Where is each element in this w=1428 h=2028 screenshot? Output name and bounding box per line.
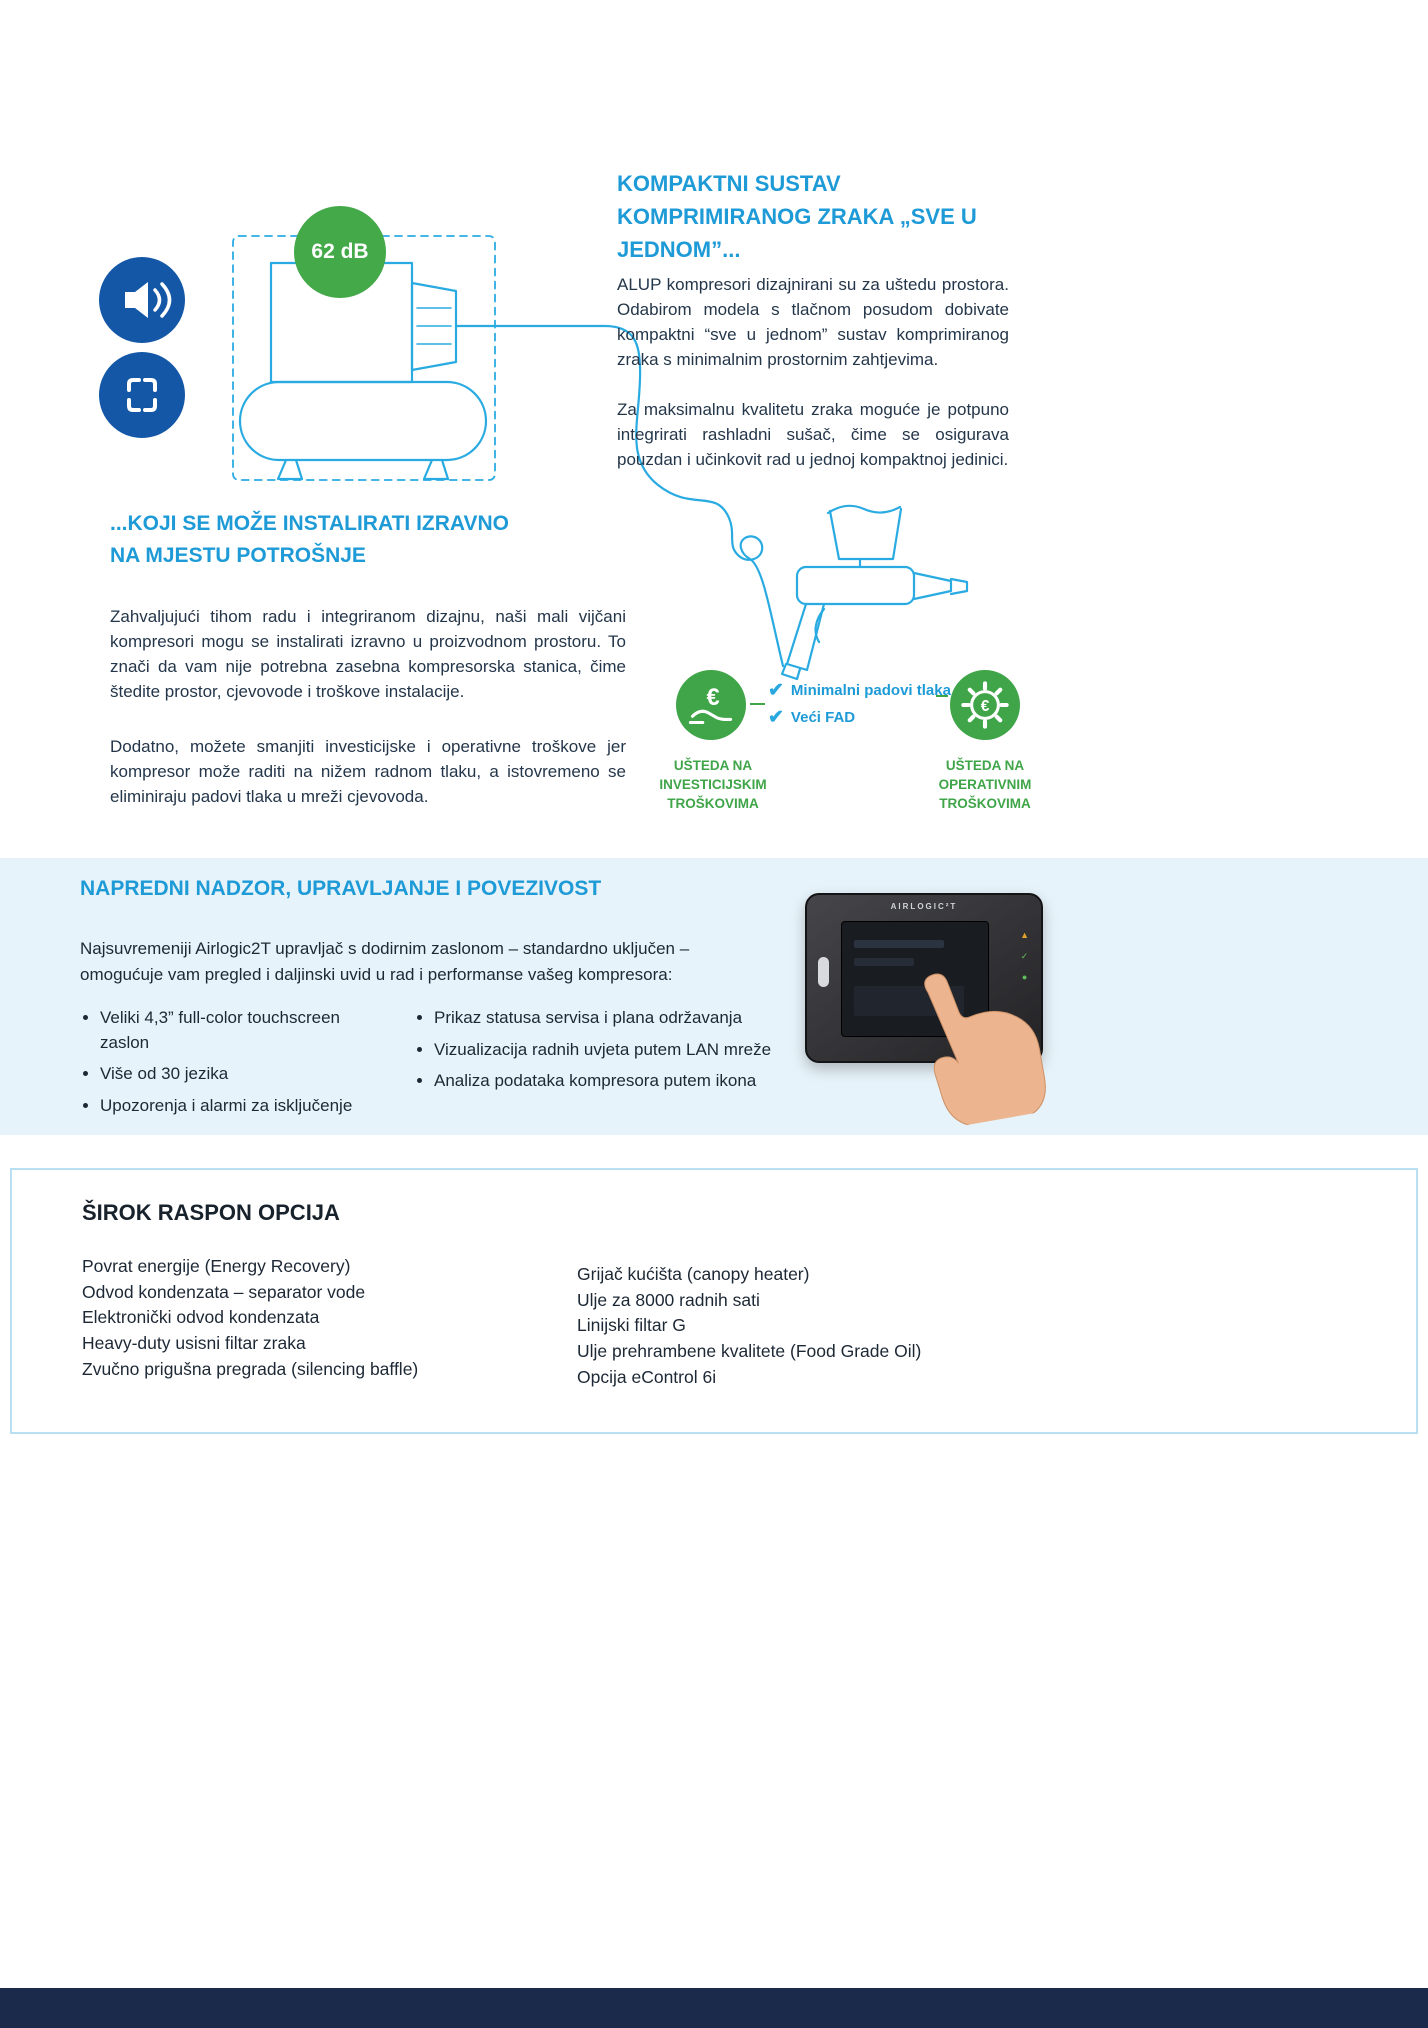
benefit-checklist: ✔ Minimalni padovi tlaka ✔ Veći FAD [768, 677, 951, 731]
option-item: Zvučno prigušna pregrada (silencing baff… [82, 1358, 419, 1379]
monitoring-intro: Najsuvremeniji Airlogic2T upravljač s do… [80, 939, 690, 984]
benefit-row: ✔ Veći FAD [768, 704, 951, 731]
bullet-item: Upozorenja i alarmi za isključenje [100, 1094, 392, 1119]
bullet-item: Analiza podataka kompresora putem ikona [434, 1069, 776, 1094]
options-list-left: Povrat energije (Energy Recovery) Odvod … [82, 1254, 418, 1383]
tank-leg [276, 458, 304, 481]
tank-leg [422, 458, 450, 481]
air-receiver-tank [238, 380, 488, 462]
option-item: Elektronički odvod kondenzata [82, 1307, 320, 1328]
monitoring-bullet-columns: Veliki 4,3” full-color touchscreen zaslo… [80, 1006, 776, 1126]
section-heading-monitoring: NAPREDNI NADZOR, UPRAVLJANJE I POVEZIVOS… [80, 877, 602, 900]
warning-icon: ▲ [1020, 930, 1029, 940]
footer-bar [0, 1988, 1428, 2028]
spray-gun-body [795, 565, 916, 606]
compressor-cooler [410, 281, 458, 372]
power-icon: ● [1021, 972, 1028, 982]
option-item: Ulje za 8000 radnih sati [577, 1289, 760, 1310]
investment-savings-label: UŠTEDA NA INVESTICIJSKIM TROŠKOVIMA [659, 758, 767, 812]
benefit-connector-line [936, 695, 948, 697]
option-item: Odvod kondenzata – separator vode [82, 1281, 366, 1302]
spray-gun-handle [785, 602, 826, 672]
compressor-and-spray-gun-illustration [232, 235, 969, 681]
spray-gun-cup [828, 507, 903, 561]
spray-gun-cup-top [826, 504, 902, 515]
svg-text:€: € [981, 698, 990, 715]
section-heading-compact-system: KOMPAKTNI SUSTAV KOMPRIMIRANOG ZRAKA „SV… [617, 171, 977, 262]
screen-graphic [854, 958, 914, 966]
options-box: ŠIROK RASPON OPCIJA Povrat energije (Ene… [10, 1168, 1418, 1434]
section-heading-point-of-use: ...KOJI SE MOŽE INSTALIRATI IZRAVNO NA M… [110, 512, 510, 567]
benefit-connector-line [750, 703, 765, 705]
device-status-icons: ▲ ✓ ● [1020, 931, 1029, 982]
pointing-hand-image [924, 973, 1046, 1127]
point-of-use-paragraph-1: Zahvaljujući tihom radu i integriranom d… [110, 607, 626, 702]
compact-system-paragraph-2: Za maksimalnu kvalitetu zraka moguće je … [617, 400, 1009, 470]
check-icon: ✓ [1020, 951, 1029, 961]
euro-hand-icon: € [688, 685, 733, 725]
investment-savings-feature: € [676, 670, 746, 740]
svg-text:€: € [706, 685, 719, 711]
screen-graphic [854, 940, 944, 948]
point-of-use-paragraph-2: Dodatno, možete smanjiti investicijske i… [110, 737, 626, 807]
compact-footprint-feature [99, 352, 185, 438]
monitoring-bullets-right: Prikaz statusa servisa i plana održavanj… [414, 1006, 776, 1126]
option-item: Heavy-duty usisni filtar zraka [82, 1333, 306, 1354]
option-item: Grijač kućišta (canopy heater) [577, 1264, 810, 1284]
option-item: Linijski filtar G [577, 1315, 686, 1336]
monitoring-section-background [0, 858, 1428, 1135]
device-side-button [818, 957, 829, 987]
corner-brackets-icon [127, 378, 157, 412]
operational-savings-label: UŠTEDA NA OPERATIVNIM TROŠKOVIMA [938, 758, 1032, 812]
check-icon: ✔ [768, 680, 784, 701]
bullet-item: Prikaz statusa servisa i plana održavanj… [434, 1006, 776, 1031]
spray-gun-trigger [814, 607, 826, 644]
noise-level-value: 62 dB [311, 240, 369, 263]
check-icon: ✔ [768, 707, 784, 728]
benefit-text: Minimalni padovi tlaka [790, 682, 951, 699]
bullet-item: Vizualizacija radnih uvjeta putem LAN mr… [434, 1038, 776, 1063]
options-list-right: Grijač kućišta (canopy heater) Ulje za 8… [577, 1262, 921, 1391]
low-noise-feature [99, 257, 185, 343]
device-brand-label: AIRLOGIC²T [890, 902, 958, 911]
spray-gun-nozzle [912, 571, 953, 601]
gear-euro-icon: € [961, 681, 1009, 729]
option-item: Povrat energije (Energy Recovery) [82, 1256, 351, 1276]
speaker-icon [125, 282, 172, 318]
section-heading-options: ŠIROK RASPON OPCIJA [82, 1200, 340, 1225]
controller-screen [841, 921, 989, 1037]
operational-savings-feature: € [950, 670, 1020, 740]
monitoring-bullets-left: Veliki 4,3” full-color touchscreen zaslo… [80, 1006, 392, 1126]
noise-level-badge: 62 dB [294, 206, 386, 298]
air-hose-line [454, 324, 785, 668]
benefit-row: ✔ Minimalni padovi tlaka [768, 677, 951, 704]
benefit-text: Veći FAD [790, 709, 856, 726]
bullet-item: Više od 30 jezika [100, 1062, 392, 1087]
dashed-footprint-outline [232, 235, 496, 481]
bullet-item: Veliki 4,3” full-color touchscreen zaslo… [100, 1006, 392, 1055]
compact-system-paragraph-1: ALUP kompresori dizajnirani su za uštedu… [617, 275, 1009, 370]
option-item: Ulje prehrambene kvalitete (Food Grade O… [577, 1341, 922, 1362]
option-item: Opcija eControl 6i [577, 1366, 717, 1387]
